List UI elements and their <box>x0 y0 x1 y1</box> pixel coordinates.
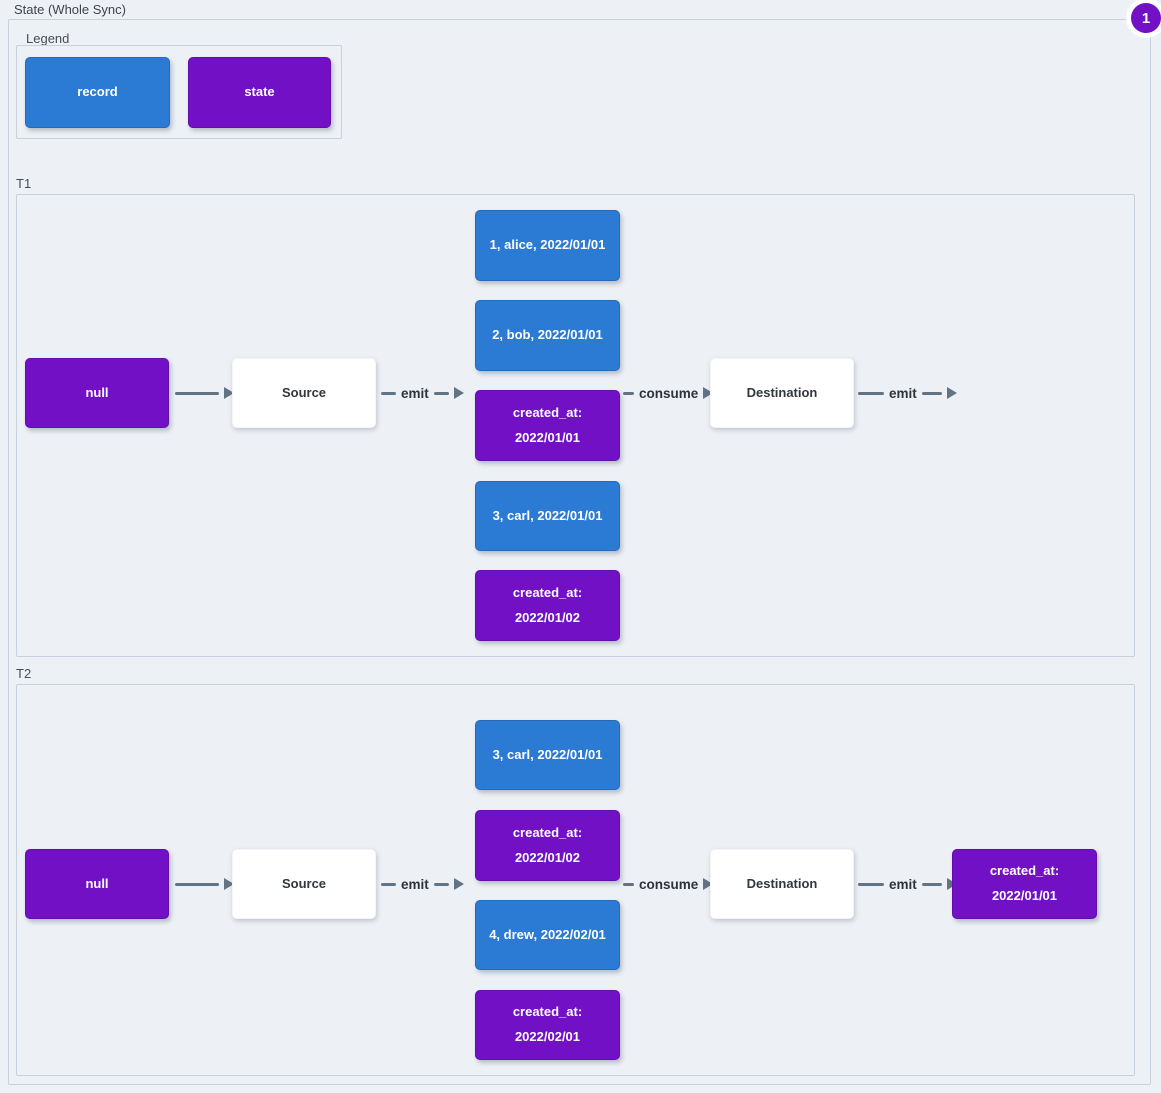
arrow-line <box>381 391 396 395</box>
arrow-line <box>433 882 449 886</box>
legend-record-node: record <box>25 57 170 128</box>
arrow-line <box>623 882 634 886</box>
t2-input-state-node: null <box>25 849 169 919</box>
t1-message-node-1: 2, bob, 2022/01/01 <box>475 300 620 371</box>
edge-label-consume: consume <box>639 876 699 892</box>
legend-title: Legend <box>26 31 70 46</box>
arrow-line <box>858 391 884 395</box>
edge-label-consume: consume <box>639 385 699 401</box>
t1-input-arrow <box>175 383 234 403</box>
t1-source-node: Source <box>232 358 376 428</box>
t2-message-node-3: created_at: 2022/02/01 <box>475 990 620 1060</box>
t2-input-arrow <box>175 874 234 894</box>
arrow-line <box>623 391 634 395</box>
arrow-line <box>175 882 219 886</box>
arrow-head-icon <box>224 878 234 890</box>
arrow-line <box>858 882 884 886</box>
arrow-line <box>433 391 449 395</box>
arrow-line <box>381 882 396 886</box>
t1-message-node-4: created_at: 2022/01/02 <box>475 570 620 641</box>
t2-destination-emit-edge: emit <box>858 874 957 894</box>
t1-message-node-2: created_at: 2022/01/01 <box>475 390 620 461</box>
arrow-line <box>175 391 219 395</box>
t1-consume-edge: consume <box>623 383 714 403</box>
t1-input-state-node: null <box>25 358 169 428</box>
step-badge-number: 1 <box>1131 3 1161 33</box>
section-t1-frame <box>16 194 1135 657</box>
t1-message-node-0: 1, alice, 2022/01/01 <box>475 210 620 281</box>
t2-emitted-state-node: created_at: 2022/01/01 <box>952 849 1097 919</box>
diagram-title: State (Whole Sync) <box>14 2 126 17</box>
arrow-line <box>921 391 942 395</box>
section-t2-frame <box>16 684 1135 1076</box>
edge-label-emit: emit <box>401 876 429 892</box>
arrow-head-icon <box>946 387 957 399</box>
t2-source-node: Source <box>232 849 376 919</box>
t2-message-node-0: 3, carl, 2022/01/01 <box>475 720 620 790</box>
t1-message-node-3: 3, carl, 2022/01/01 <box>475 481 620 551</box>
legend-frame <box>16 45 342 139</box>
edge-label-emit: emit <box>889 876 917 892</box>
step-badge[interactable]: 1 <box>1126 0 1161 38</box>
arrow-head-icon <box>453 387 464 399</box>
t1-destination-emit-edge: emit <box>858 383 957 403</box>
arrow-head-icon <box>453 878 464 890</box>
arrow-head-icon <box>703 878 714 890</box>
t2-destination-node: Destination <box>710 849 854 919</box>
edge-label-emit: emit <box>401 385 429 401</box>
t2-message-node-2: 4, drew, 2022/02/01 <box>475 900 620 970</box>
section-t1-label: T1 <box>16 176 32 191</box>
t1-emit-edge: emit <box>381 383 464 403</box>
legend-state-node: state <box>188 57 331 128</box>
state-whole-sync-frame <box>8 19 1151 1085</box>
edge-label-emit: emit <box>889 385 917 401</box>
t2-consume-edge: consume <box>623 874 714 894</box>
t2-message-node-1: created_at: 2022/01/02 <box>475 810 620 881</box>
section-t2-label: T2 <box>16 666 32 681</box>
arrow-head-icon <box>946 878 957 890</box>
arrow-head-icon <box>224 387 234 399</box>
arrow-line <box>921 882 942 886</box>
t2-emit-edge: emit <box>381 874 464 894</box>
t1-destination-node: Destination <box>710 358 854 428</box>
arrow-head-icon <box>703 387 714 399</box>
